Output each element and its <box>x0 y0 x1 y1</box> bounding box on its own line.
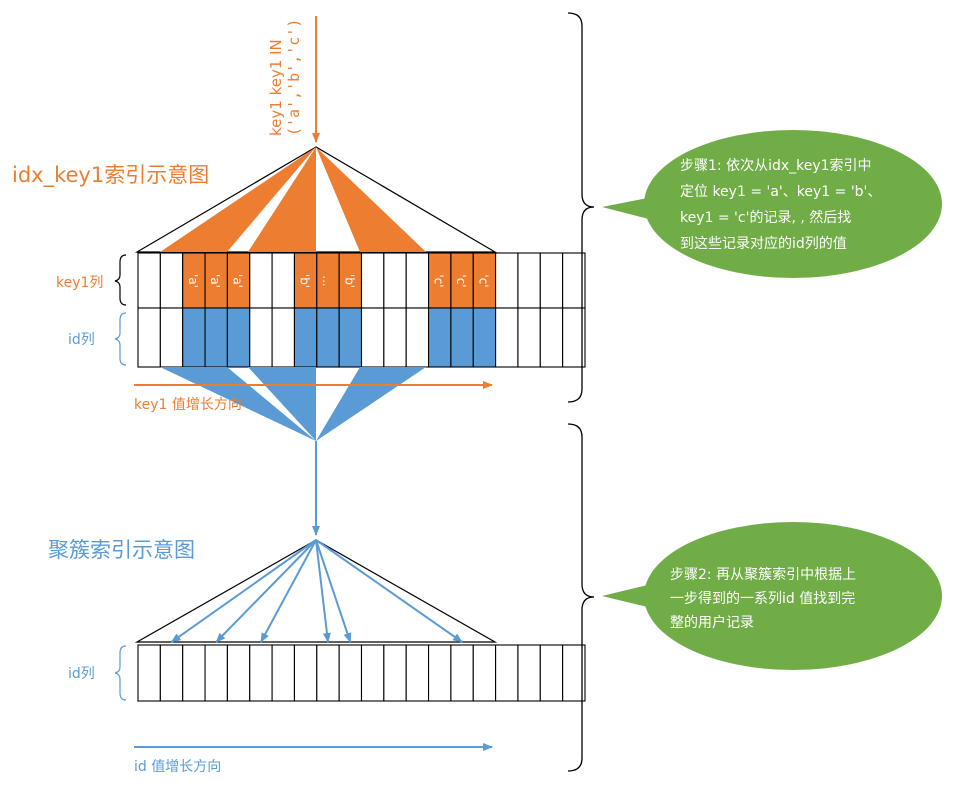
clustered-id-cell <box>383 644 407 702</box>
id-cell <box>450 307 474 368</box>
id-cell <box>159 307 184 368</box>
clustered-id-cell <box>137 644 161 702</box>
key1-cell-value: ... <box>320 275 334 286</box>
key1-cell-value: 'a' <box>208 274 222 288</box>
query-text-line1: key1 key1 IN <box>267 39 285 136</box>
clustered-id-cell <box>338 644 363 702</box>
pointer-arrow <box>315 539 331 643</box>
id-row-bracket <box>114 312 127 366</box>
step2-line2: 一步得到的一系列id 值找到完 <box>670 590 855 607</box>
step2-line1: 步骤2: 再从聚簇索引中根据上 <box>670 566 856 583</box>
id-row <box>137 307 586 368</box>
pointer-arrow <box>215 539 317 643</box>
pointer-arrow <box>260 539 317 643</box>
key-row-label: key1列 <box>56 275 103 291</box>
clustered-id-cell <box>405 644 430 702</box>
key-row-bracket <box>114 254 127 306</box>
step2-brace <box>567 423 595 772</box>
id-cell <box>204 307 228 368</box>
step1-brace <box>567 12 595 403</box>
clustered-index-title: 聚簇索引示意图 <box>48 538 195 562</box>
key1-cell <box>495 252 519 309</box>
clustered-id-cell <box>450 644 474 702</box>
step1-line4: 到这些记录对应的id列的值 <box>680 235 847 252</box>
key1-row: 'a' 'a' 'a' 'b'... 'b' 'c' 'c' 'c' <box>137 252 586 309</box>
key1-cell-value: 'b' <box>342 274 356 288</box>
id-cell <box>226 307 251 368</box>
clustered-id-cell <box>427 644 452 702</box>
key1-cell <box>517 252 541 309</box>
pointer-arrow <box>170 539 317 643</box>
id-cell <box>271 307 296 368</box>
key1-cell <box>159 252 184 309</box>
secondary-index-title: idx_key1索引示意图 <box>12 163 209 188</box>
key1-cell-value: 'c' <box>476 274 490 287</box>
id-cell <box>249 307 273 368</box>
id-cell <box>383 307 407 368</box>
funnel-c <box>316 367 426 441</box>
id-cell <box>517 307 541 368</box>
id-cell <box>495 307 519 368</box>
clustered-id-cell <box>159 644 184 702</box>
id-cell <box>539 307 564 368</box>
key1-cell <box>383 252 407 309</box>
key1-cell <box>405 252 430 309</box>
key1-cell-value: 'a' <box>186 274 200 288</box>
step1-bubble: 步骤1: 依次从idx_key1索引中 定位 key1 = 'a'、key1 =… <box>602 130 942 278</box>
clustered-id-bracket <box>114 645 127 701</box>
id-cell <box>137 307 161 368</box>
id-cell <box>427 307 452 368</box>
id-row-label: id列 <box>68 332 95 348</box>
id-cell <box>338 307 363 368</box>
clustered-id-cell <box>360 644 385 702</box>
clustered-id-cell <box>495 644 519 702</box>
step2-bubble: 步骤2: 再从聚簇索引中根据上 一步得到的一系列id 值找到完 整的用户记录 <box>602 522 942 670</box>
key1-cell <box>137 252 161 309</box>
id-direction-label: id 值增长方向 <box>134 759 221 775</box>
id-cell <box>293 307 318 368</box>
key1-cell <box>360 252 385 309</box>
pointer-arrow <box>315 539 463 643</box>
key1-direction-label: key1 值增长方向 <box>134 397 242 413</box>
clustered-id-cell <box>204 644 228 702</box>
step1-line3: key1 = 'c'的记录, , 然后找 <box>680 209 851 226</box>
id-cell <box>562 307 586 368</box>
id-cell <box>360 307 385 368</box>
clustered-tree-outline <box>134 539 498 643</box>
key1-cell <box>539 252 564 309</box>
pointer-arrow <box>315 539 352 643</box>
clustered-id-cell <box>293 644 318 702</box>
step2-line3: 整的用户记录 <box>670 614 754 631</box>
id-cell <box>405 307 430 368</box>
id-cell <box>472 307 497 368</box>
clustered-id-row <box>137 644 586 702</box>
clustered-id-cell <box>226 644 251 702</box>
key1-cell-value: 'b' <box>298 274 312 288</box>
step1-line1: 步骤1: 依次从idx_key1索引中 <box>680 157 872 174</box>
clustered-id-cell <box>271 644 296 702</box>
clustered-pointer-arrows <box>170 539 463 643</box>
key1-cell-value: 'c' <box>454 274 468 287</box>
fan-c <box>316 147 426 252</box>
clustered-id-cell <box>249 644 273 702</box>
key1-cell-value: 'c' <box>432 274 446 287</box>
clustered-id-label: id列 <box>68 666 95 682</box>
clustered-id-cell <box>517 644 541 702</box>
clustered-id-cell <box>562 644 586 702</box>
fan-b <box>248 147 316 252</box>
step1-line2: 定位 key1 = 'a'、key1 = 'b'、 <box>680 184 881 200</box>
clustered-id-cell <box>539 644 564 702</box>
clustered-id-cell <box>316 644 340 702</box>
key1-cell <box>249 252 273 309</box>
id-cell <box>182 307 206 368</box>
query-text-line2: ('a','b','c') <box>285 19 303 136</box>
key1-cell <box>271 252 296 309</box>
id-cell <box>316 307 340 368</box>
key1-cell-value: 'a' <box>231 274 245 288</box>
clustered-id-cell <box>182 644 206 702</box>
fan-a <box>160 147 316 252</box>
clustered-id-cell <box>472 644 497 702</box>
